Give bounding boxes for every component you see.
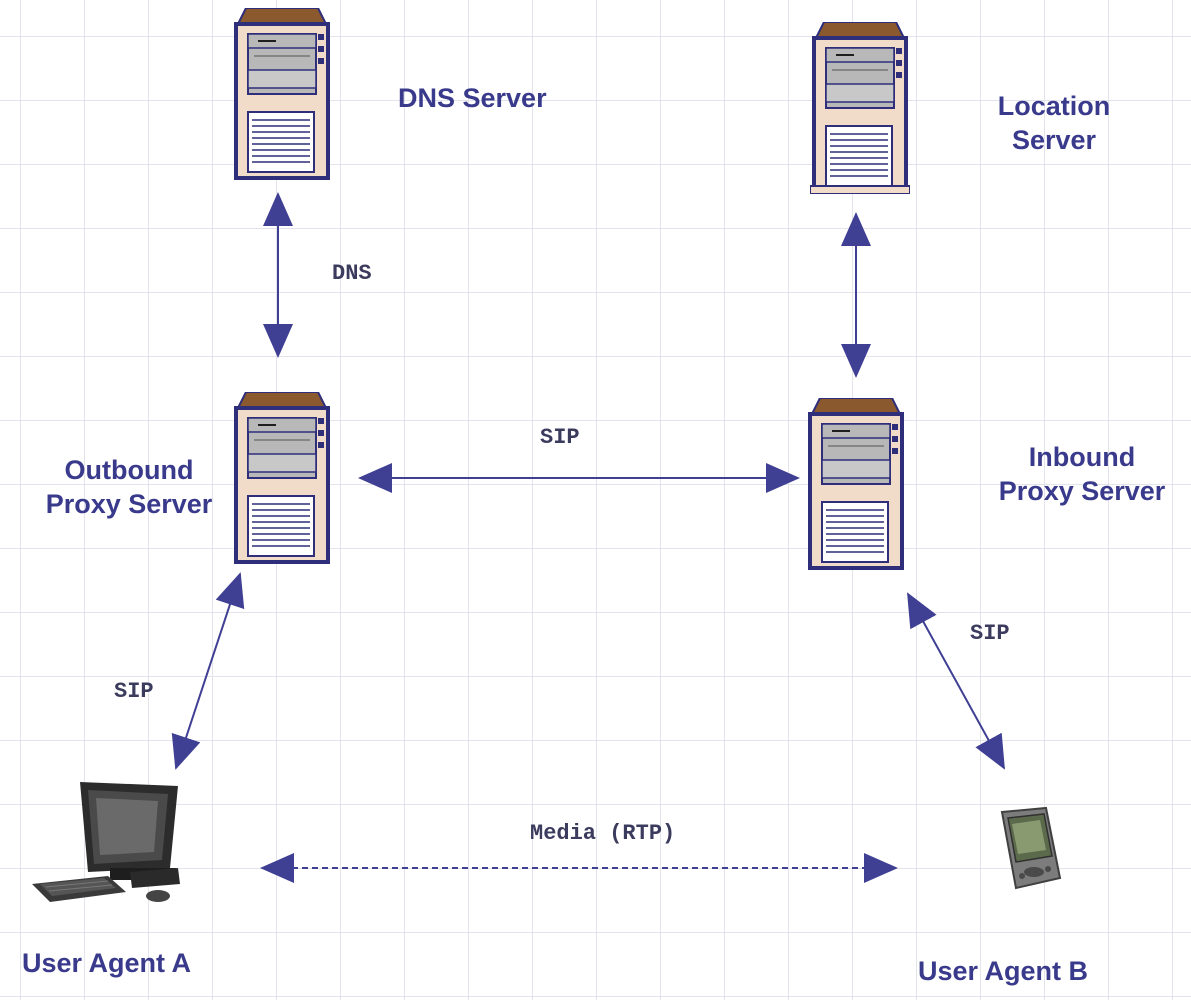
- ua-b-sip-label: SIP: [970, 621, 1010, 646]
- media-rtp-label: Media (RTP): [530, 821, 676, 846]
- location-server-icon: [810, 22, 910, 194]
- outbound-proxy-label-line2: Proxy Server: [45, 489, 213, 519]
- outbound-proxy-label-line1: Outbound: [64, 455, 194, 485]
- ua-a-sip-label: SIP: [114, 679, 154, 704]
- location-server-label: Location Server: [968, 89, 1140, 157]
- proxy-sip-label: SIP: [540, 425, 580, 450]
- outbound-proxy-label: Outbound Proxy Server: [12, 453, 246, 521]
- user-agent-b-label: User Agent B: [918, 956, 1089, 986]
- desktop-computer-icon: [32, 782, 180, 902]
- ua-a-sip-arrow: [171, 572, 245, 770]
- inbound-proxy-label: Inbound Proxy Server: [966, 440, 1191, 508]
- inbound-proxy-label-line2: Proxy Server: [998, 476, 1166, 506]
- inbound-proxy-label-line1: Inbound: [1028, 442, 1136, 472]
- location-server-label-line2: Server: [1011, 125, 1097, 155]
- pda-device-icon: [1000, 806, 1062, 890]
- ua-b-sip-arrow: [907, 592, 1005, 770]
- dns-server-label: DNS Server: [398, 83, 547, 113]
- user-agent-a-label: User Agent A: [22, 948, 192, 978]
- dns-connection-label: DNS: [332, 261, 372, 286]
- location-server-label-line1: Location: [997, 91, 1111, 121]
